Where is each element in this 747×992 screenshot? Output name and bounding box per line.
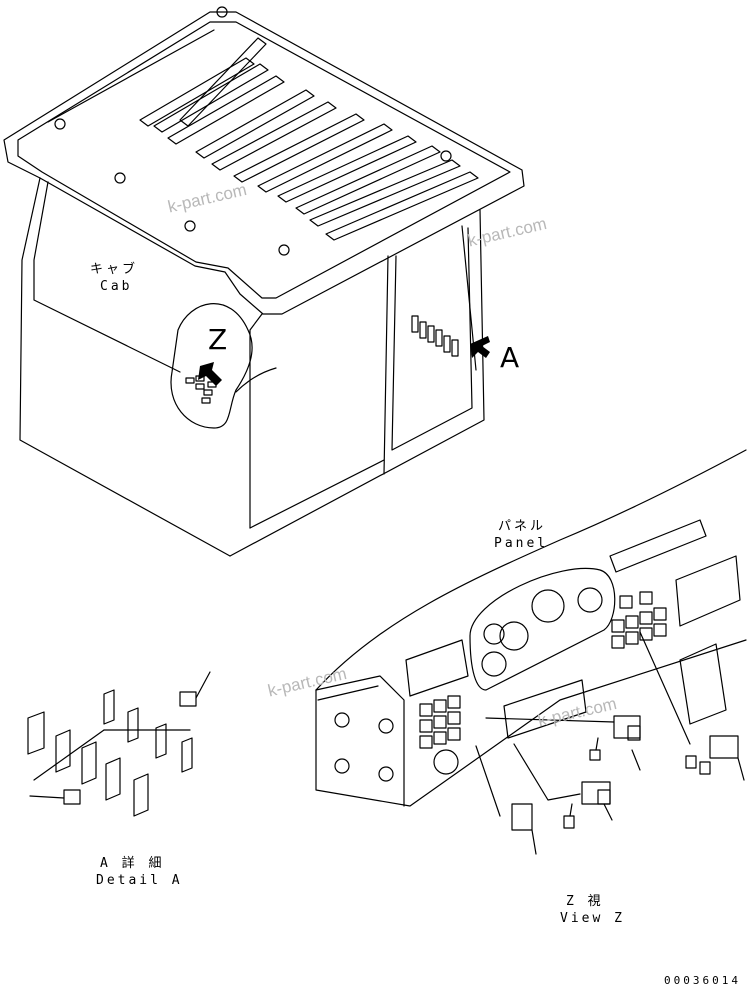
view-z-marker: Z xyxy=(208,323,228,356)
serial-number: 00036014 xyxy=(664,974,741,987)
view-z-label-en: View Z xyxy=(560,911,625,926)
panel-label-jp: パネル xyxy=(498,519,547,534)
detail-a-label-en: Detail A xyxy=(96,873,183,888)
detail-a-label-jp: A 詳 細 xyxy=(100,856,165,871)
panel-label-en: Panel xyxy=(494,536,549,551)
view-z-label-jp: Z 視 xyxy=(566,894,604,909)
detail-a-drawing xyxy=(27,671,211,817)
cab-label-jp: キャブ xyxy=(90,262,139,277)
view-a-marker: A xyxy=(500,341,520,374)
cab-drawing xyxy=(3,6,525,557)
cab-label-en: Cab xyxy=(100,279,133,294)
panel-drawing xyxy=(315,449,747,855)
